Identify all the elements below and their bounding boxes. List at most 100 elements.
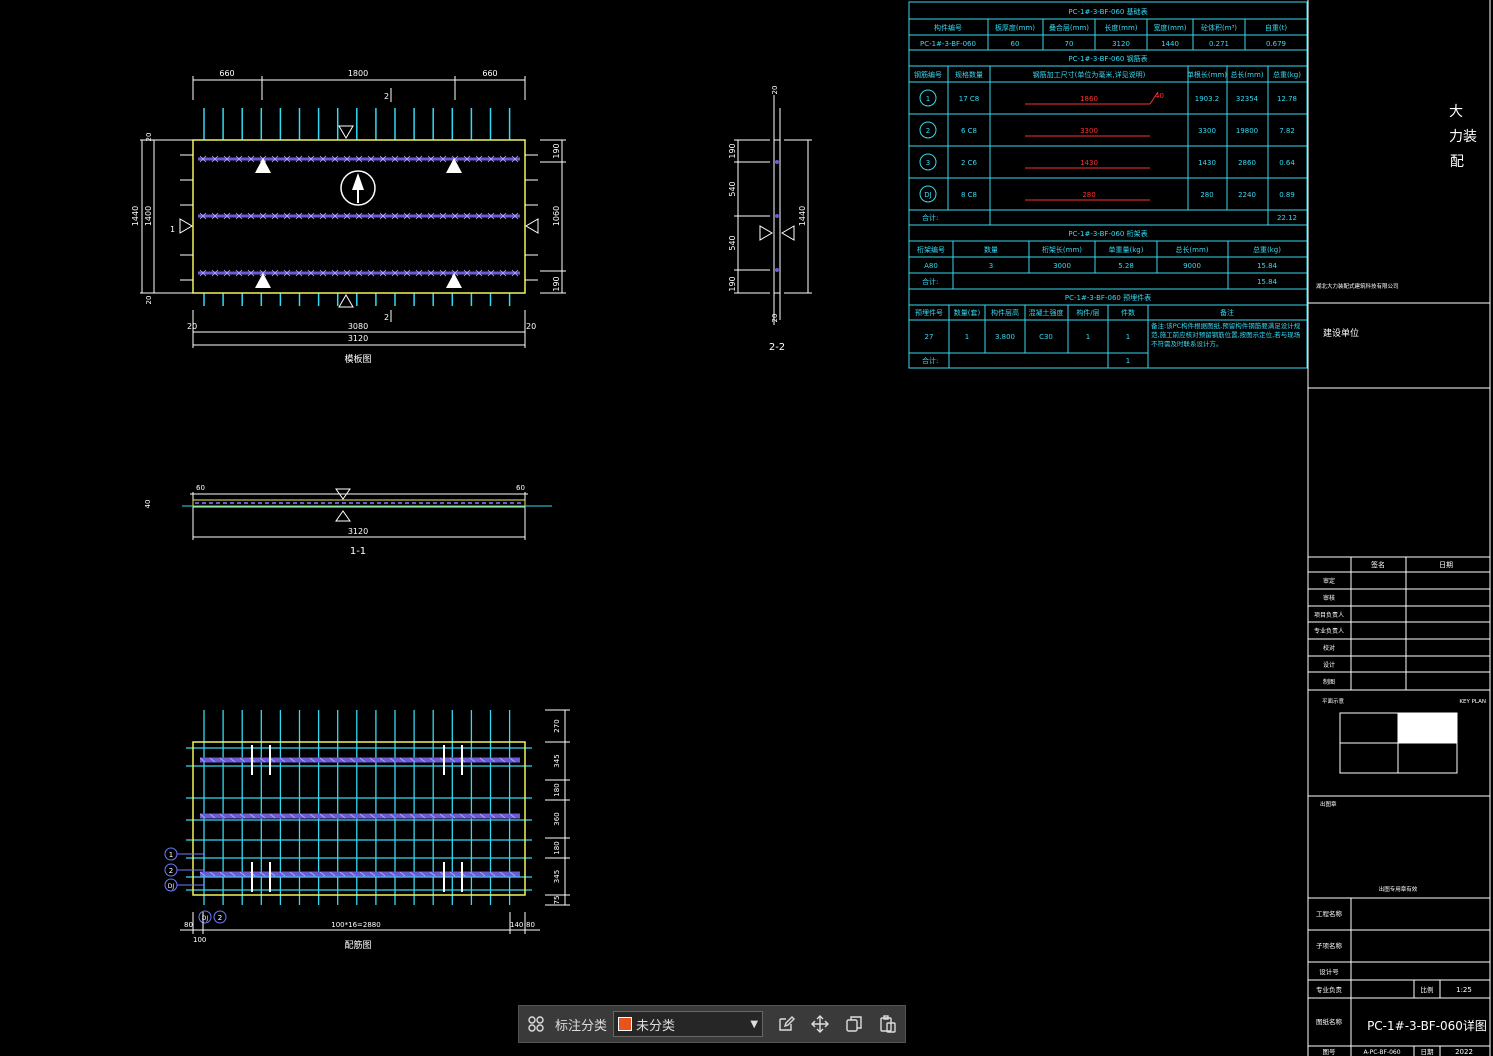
rebar-dim-right: 75 (553, 896, 561, 905)
plan-dim-right-2: 1060 (552, 206, 561, 226)
table1-c3: 3120 (1112, 40, 1130, 48)
section22-title: 2-2 (769, 342, 785, 353)
table-truss: PC-1#-3-BF-060 桁架表 桁架编号 数量 桁架长(mm) 单重量(k… (917, 229, 1281, 286)
logo-line-1: 大 (1449, 104, 1463, 120)
table4-c1: 1 (965, 333, 969, 341)
plan-dim-bottom-3: 20 (526, 322, 536, 331)
table2-r1-wt: 7.82 (1279, 127, 1295, 135)
table2-r3-total: 2240 (1238, 191, 1256, 199)
table2-title: PC-1#-3-BF-060 钢筋表 (1068, 54, 1147, 63)
project-name-label: 工程名称 (1316, 909, 1343, 918)
plan-view: 660 1800 660 2 (131, 69, 566, 365)
rebar-dim-right: 270 (553, 719, 561, 732)
category-color-swatch (618, 1017, 633, 1031)
rebar-dim-right: 360 (553, 812, 561, 825)
annotation-category-select[interactable]: 未分类 ▼ (613, 1011, 764, 1037)
grid-icon[interactable] (519, 1009, 553, 1039)
copy-icon[interactable] (837, 1009, 871, 1039)
annotation-toolbar: 标注分类 未分类 ▼ (518, 1005, 906, 1043)
paste-icon[interactable] (871, 1009, 905, 1039)
table-rebar: PC-1#-3-BF-060 钢筋表 钢筋编号 规格数量 钢筋加工尺寸(单位为毫… (914, 54, 1301, 222)
table2-r0-len: 1903.2 (1195, 95, 1220, 103)
section11-dim-overall: 3120 (348, 527, 368, 536)
section11-dim-right: 60 (516, 484, 525, 492)
plan-section-mark-top: 2 (384, 92, 389, 101)
table4-c3: C30 (1039, 333, 1053, 341)
table1-h3: 长度(mm) (1104, 23, 1137, 32)
rebar-tag-1: 1 (169, 851, 173, 859)
section-2-2: 190 540 540 190 1440 20 20 2-2 (728, 86, 812, 353)
table-embedded: PC-1#-3-BF-060 预埋件表 预埋件号 数量(套) 构件层高 混凝土强… (915, 293, 1234, 365)
table3-h2: 桁架长(mm) (1042, 245, 1082, 254)
table3-h4: 总长(mm) (1175, 245, 1208, 254)
table1-h6: 自重(t) (1265, 23, 1287, 32)
rebar-dim-bottom-right: 140 (510, 921, 523, 929)
rebar-dim-right: 180 (553, 783, 561, 796)
sign-row-5: 校对 (1323, 644, 1335, 652)
table2-r2-wt: 0.64 (1279, 159, 1295, 167)
rebar-plan-title: 配筋图 (344, 939, 371, 951)
table2-r0-shape: 1860 (1080, 95, 1098, 103)
sign-row-7: 制图 (1323, 678, 1335, 686)
sign-row-4: 专业负责人 (1314, 627, 1344, 635)
title-block (1307, 0, 1491, 1056)
rebar-tag-3: DJ (168, 883, 175, 890)
sign-row-1: 审定 (1323, 577, 1335, 585)
table1-c1: 60 (1011, 40, 1020, 48)
table2-h0: 钢筋编号 (914, 70, 942, 79)
table4-h2: 构件层高 (991, 308, 1019, 317)
table3-h5: 总重(kg) (1253, 245, 1281, 254)
annotation-category-label: 标注分类 (555, 1018, 608, 1034)
table1-c5: 0.271 (1209, 40, 1229, 48)
table4-h6: 备注 (1220, 308, 1234, 317)
design-no-label: 设计号 (1319, 967, 1339, 976)
section22-dim-bottom: 20 (771, 314, 779, 323)
section11-dim-left: 60 (196, 484, 205, 492)
scale-value: 1:25 (1456, 986, 1472, 994)
table2-r3-spec: 8 C8 (961, 191, 977, 199)
footer-date-label: 日期 (1421, 1048, 1435, 1056)
table3-c0: A80 (924, 262, 938, 270)
table1-h0: 构件编号 (934, 23, 962, 32)
rebar-tag-4: DJ (202, 915, 209, 922)
table4-h0: 预埋件号 (915, 308, 943, 317)
plan-dim-top-3: 660 (482, 69, 497, 78)
table-component: PC-1#-3-BF-060 基础表 构件编号 板厚度(mm) 叠合层(mm) … (920, 7, 1287, 48)
title-block-text: 大 力装 配 湖北大力装配式建筑科技有限公司 建设单位 签名 日期 审定 审核 … (1314, 104, 1487, 1056)
table4-c4: 1 (1086, 333, 1090, 341)
table3-h1: 数量 (984, 245, 998, 254)
table1-c4: 1440 (1161, 40, 1179, 48)
table3-c1: 3 (989, 262, 993, 270)
table1-title: PC-1#-3-BF-060 基础表 (1068, 7, 1147, 16)
table4-sum-label: 合计: (922, 356, 938, 365)
table4-h3: 混凝土强度 (1029, 308, 1064, 317)
move-icon[interactable] (803, 1009, 837, 1039)
table4-h1: 数量(套) (954, 308, 981, 317)
keyplan-label: 平面示意 (1322, 697, 1345, 705)
table2-h3: 单根长(mm) (1187, 70, 1227, 79)
table3-h0: 桁架编号 (917, 245, 945, 254)
edit-icon[interactable] (769, 1009, 803, 1039)
plan-dim-left-small-1: 20 (145, 133, 153, 142)
table2-r1-len: 3300 (1198, 127, 1216, 135)
rebar-dim-bottom-start: 100 (193, 936, 206, 944)
footer-left-label: 图号 (1323, 1048, 1337, 1056)
table4-sum: 1 (1126, 357, 1130, 365)
scale-label: 比例 (1421, 985, 1434, 994)
table2-h4: 总长(mm) (1230, 70, 1263, 79)
table2-r1-total: 19800 (1236, 127, 1258, 135)
section22-dim-right: 1440 (798, 206, 807, 226)
sign-row-2: 审核 (1323, 594, 1335, 602)
table2-r2-spec: 2 C6 (961, 159, 978, 167)
plan-dim-right-1: 190 (552, 143, 561, 158)
table4-c2: 3.800 (995, 333, 1015, 341)
section-1-1: 60 60 40 3120 1-1 (144, 484, 552, 557)
table2-r2-total: 2860 (1238, 159, 1256, 167)
table2-r1-spec: 6 C8 (961, 127, 977, 135)
rebar-tag-5: 2 (218, 914, 222, 922)
table2-h5: 总重(kg) (1273, 70, 1301, 79)
client-label: 建设单位 (1323, 327, 1359, 339)
table1-h1: 板厚度(mm) (995, 23, 1035, 32)
